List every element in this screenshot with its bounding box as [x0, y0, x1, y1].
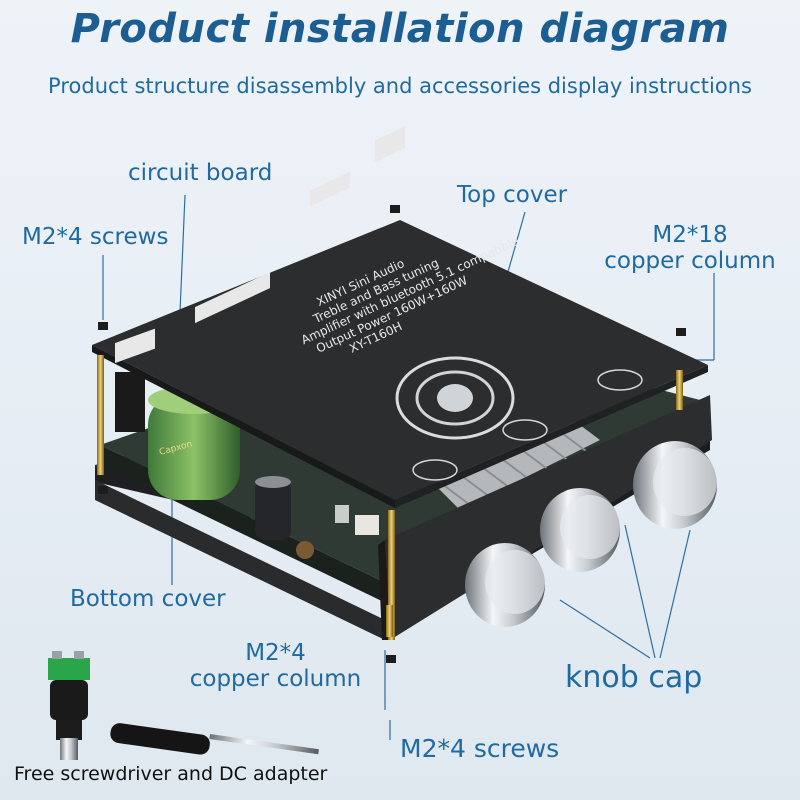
- knob-cap-3: [633, 441, 717, 529]
- label-m2-4-screws-bottom: M2*4 screws: [400, 734, 560, 763]
- label-m2-4-screws-top: M2*4 screws: [22, 224, 169, 250]
- label-m2-4-copper-column: M2*4 copper column: [188, 640, 363, 692]
- label-accessories: Free screwdriver and DC adapter: [14, 763, 328, 785]
- label-m2-4-col-line1: M2*4: [245, 640, 306, 666]
- top-cover: [92, 126, 708, 508]
- label-m2-18-line1: M2*18: [652, 222, 728, 248]
- knob-cap-1: [465, 543, 545, 627]
- screws: [98, 205, 686, 663]
- page-subtitle: Product structure disassembly and access…: [48, 74, 752, 98]
- label-m2-18-copper-column: M2*18 copper column: [600, 222, 780, 274]
- knob-cap-2: [540, 488, 620, 572]
- screwdriver: [110, 723, 319, 755]
- label-circuit-board: circuit board: [128, 160, 273, 186]
- label-bottom-cover: Bottom cover: [70, 586, 226, 612]
- copper-columns: [97, 355, 683, 640]
- label-top-cover: Top cover: [457, 182, 568, 208]
- label-knob-cap: knob cap: [565, 660, 703, 695]
- label-m2-18-line2: copper column: [604, 248, 776, 274]
- dc-adapter: [48, 651, 90, 760]
- label-m2-4-col-line2: copper column: [189, 666, 362, 692]
- page-title: Product installation diagram: [70, 6, 730, 52]
- knob-caps: [465, 441, 717, 627]
